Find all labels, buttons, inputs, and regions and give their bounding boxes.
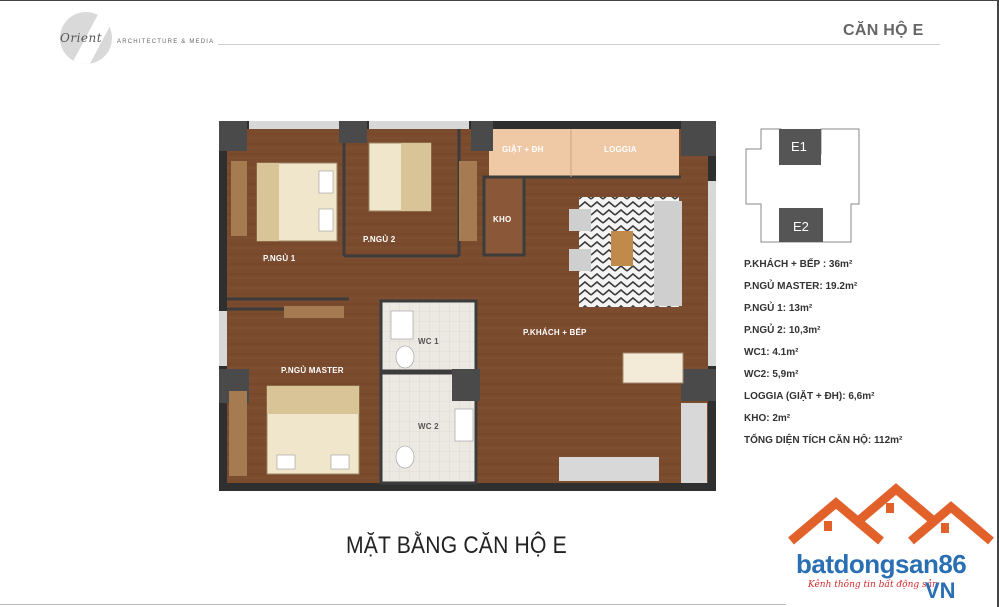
logo-subtitle: ARCHITECTURE & MEDIA: [117, 39, 215, 45]
label-living-kitchen: P.KHÁCH + BẾP: [523, 327, 587, 337]
label-wc1: WC 1: [418, 337, 439, 346]
floor-plan-drawing: P.NGỦ 1 P.NGỦ 2 P.NGỦ MASTER P.KHÁCH + B…: [219, 121, 716, 491]
label-wc2: WC 2: [418, 422, 439, 431]
watermark-logo: [786, 481, 997, 607]
page-title: CĂN HỘ E: [843, 22, 924, 39]
header-rule: [218, 44, 940, 45]
kho-room: [484, 177, 524, 255]
logo-name: Orient: [60, 31, 103, 45]
unit-e1: [779, 129, 821, 165]
area-bed1: P.NGỦ 1: 13m²: [744, 303, 813, 314]
label-bedroom-2: P.NGỦ 2: [363, 235, 396, 244]
label-kho: KHO: [493, 215, 511, 224]
orient-logo-mark: [60, 12, 112, 64]
label-loggia: LOGGIA: [604, 145, 637, 154]
label-laundry: GIẶT + ĐH: [502, 145, 544, 154]
bottom-rule: [0, 604, 786, 605]
area-master: P.NGỦ MASTER: 19.2m²: [744, 281, 858, 292]
area-living: P.KHÁCH + BẾP : 36m²: [744, 259, 853, 270]
watermark-brand: batdongsan86: [796, 549, 967, 579]
house-roofs-icon: [788, 483, 994, 545]
plan-title: MẶT BẰNG CĂN HỘ E: [346, 532, 567, 559]
area-bed2: P.NGỦ 2: 10,3m²: [744, 325, 821, 336]
unit-e2: [779, 208, 823, 242]
label-bedroom-1: P.NGỦ 1: [263, 254, 296, 263]
key-plan-drawing: E1 E2: [745, 128, 860, 243]
loggia-area: [489, 129, 679, 177]
watermark-tagline: Kênh thông tin bất động sản: [808, 580, 938, 590]
area-total: TỔNG DIỆN TÍCH CĂN HỘ: 112m²: [744, 435, 903, 446]
area-kho: KHO: 2m²: [744, 413, 791, 424]
area-wc2: WC2: 5,9m²: [744, 369, 799, 380]
area-list: P.KHÁCH + BẾP : 36m² P.NGỦ MASTER: 19.2m…: [744, 258, 984, 456]
unit-e2-label: E2: [793, 219, 809, 234]
floor-plan: P.NGỦ 1 P.NGỦ 2 P.NGỦ MASTER P.KHÁCH + B…: [219, 121, 716, 491]
watermark-tld: VN: [925, 578, 956, 603]
top-border: [0, 0, 999, 1]
area-wc1: WC1: 4.1m²: [744, 347, 799, 358]
right-border: [997, 0, 999, 607]
area-loggia: LOGGIA (GIẶT + ĐH): 6,6m²: [744, 391, 875, 402]
key-plan: E1 E2: [741, 124, 861, 244]
unit-e1-label: E1: [791, 139, 807, 154]
label-master-bedroom: P.NGỦ MASTER: [281, 366, 344, 375]
